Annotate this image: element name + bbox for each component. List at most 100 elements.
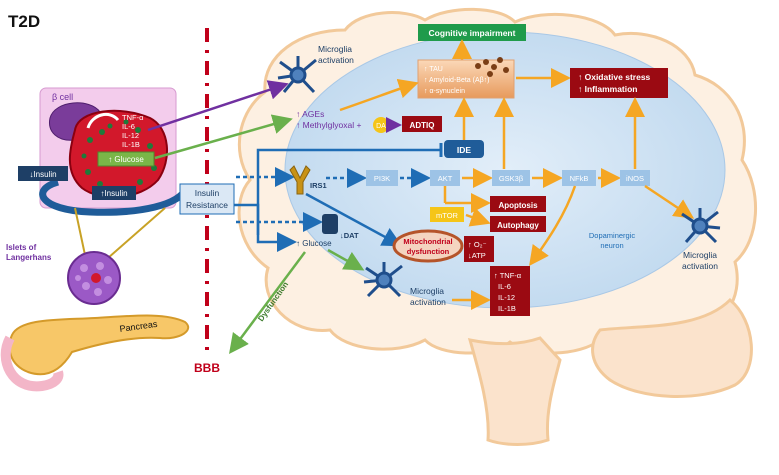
dat-transporter-icon bbox=[322, 214, 338, 234]
insulin-up-text: ↑Insulin bbox=[100, 189, 127, 198]
microglia-bottom-line2: activation bbox=[410, 297, 446, 307]
insulin-resistance-box bbox=[179, 183, 235, 215]
microglia-top-line1: Microglia bbox=[318, 44, 352, 54]
insulin-resistance-line1: Insulin bbox=[195, 188, 220, 198]
ide-box bbox=[444, 140, 484, 158]
arrow-inos-to-microglia bbox=[644, 184, 695, 219]
microglia-right-line2: activation bbox=[682, 261, 718, 271]
islets-label-line2: Langerhans bbox=[6, 253, 52, 262]
o2-atp-box bbox=[464, 236, 494, 262]
autophagy-text: Autophagy bbox=[497, 221, 539, 230]
akt-text: AKT bbox=[438, 174, 453, 183]
svg-text:IL-12: IL-12 bbox=[122, 131, 139, 140]
apoptosis-box bbox=[490, 196, 546, 212]
beta-cell-label: β cell bbox=[52, 92, 73, 102]
dopamine-text: DA bbox=[376, 123, 386, 130]
microglia-bottom-line1: Microglia bbox=[410, 286, 444, 296]
cerebellum bbox=[591, 297, 753, 398]
dopamine-badge bbox=[373, 117, 389, 133]
methylglyoxal-text: ↑ Methylglyoxal + bbox=[296, 120, 361, 130]
islet-center bbox=[91, 273, 101, 283]
pancreas-icon bbox=[8, 314, 190, 376]
arrow-ages-to-tau bbox=[339, 78, 419, 112]
insulin-up-box bbox=[92, 186, 136, 200]
oxidative-stress-box bbox=[570, 68, 668, 98]
mito-line2: dysfunction bbox=[407, 247, 450, 256]
oxidative-stress-line2: ↑ Inflammation bbox=[578, 84, 638, 94]
islet-texture bbox=[75, 262, 112, 296]
arrow-mtor-to-autophagy bbox=[465, 207, 491, 227]
adtiq-text: ADTIQ bbox=[410, 121, 435, 130]
insulin-down-text: ↓Insulin bbox=[29, 170, 56, 179]
svg-text:IL-1B: IL-1B bbox=[122, 140, 140, 149]
arrow-irs1-to-mito bbox=[305, 192, 403, 247]
svg-text:IL-12: IL-12 bbox=[498, 293, 515, 302]
dopaminergic-line1: Dopaminergic bbox=[589, 231, 636, 240]
brain-cytokine-list: ↑ TNF-α IL-6 IL-12 IL-1B bbox=[494, 271, 522, 313]
arrow-nfkb-to-cytokines bbox=[529, 185, 577, 267]
cognitive-impairment-box bbox=[418, 24, 526, 41]
beta-glucose-box bbox=[97, 151, 155, 167]
microglia-bottom-icon bbox=[363, 262, 403, 298]
beta-cytokine-list: TNF-α IL-6 IL-12 IL-1B bbox=[122, 113, 144, 149]
ide-text: IDE bbox=[457, 145, 472, 155]
gsk3b-text: GSK3β bbox=[499, 174, 524, 183]
page-title: T2D bbox=[8, 12, 40, 31]
curved-arrow-icon bbox=[86, 112, 120, 129]
akt-box bbox=[430, 170, 460, 186]
pi3k-text: PI3K bbox=[374, 174, 390, 183]
microglia-right-icon bbox=[681, 208, 721, 244]
microglia-top-icon bbox=[277, 56, 317, 94]
duodenum-icon bbox=[0, 335, 64, 392]
insulin-resistance-line2: Resistance bbox=[186, 200, 228, 210]
gsk3b-box bbox=[492, 170, 530, 186]
beta-glucose-text: ↑ Glucose bbox=[108, 155, 144, 164]
microglia-right-line1: Microglia bbox=[683, 250, 717, 260]
svg-text:↑ TAU: ↑ TAU bbox=[424, 66, 443, 73]
arrow-resistance-to-glucose bbox=[234, 203, 297, 252]
ages-text: ↑ AGEs bbox=[296, 109, 324, 119]
insulin-cycle-arrow bbox=[39, 178, 190, 216]
tau-amyloid-list: ↑ TAU ↑ Amyloid-Beta (Aβ↑) ↑ α-synuclein bbox=[424, 66, 490, 95]
insulin-down-box bbox=[18, 166, 68, 181]
mtor-box bbox=[430, 207, 464, 222]
cognitive-impairment-text: Cognitive impairment bbox=[429, 28, 516, 38]
protein-aggregate-icon bbox=[475, 57, 509, 77]
apoptosis-text: Apoptosis bbox=[498, 201, 538, 210]
arrow-glucose-to-ages bbox=[154, 114, 293, 160]
islets-label-line1: Islets of bbox=[6, 243, 37, 252]
brain-cytokine-box bbox=[490, 266, 530, 316]
irs1-text: IRS1 bbox=[310, 181, 327, 190]
svg-text:IL-1B: IL-1B bbox=[498, 304, 516, 313]
oxidative-stress-line1: ↑ Oxidative stress bbox=[578, 72, 651, 82]
microglia-top-line2: activation bbox=[318, 55, 354, 65]
brain-glucose-text: ↑ Glucose bbox=[296, 239, 332, 248]
brainstem bbox=[467, 336, 562, 446]
mtor-text: mTOR bbox=[436, 211, 459, 220]
mito-line1: Mitochondrial bbox=[403, 237, 452, 246]
bbb-label: BBB bbox=[194, 361, 220, 375]
nfkb-box bbox=[562, 170, 596, 186]
mitochondria-icon bbox=[392, 229, 464, 263]
dat-text: ↓DAT bbox=[340, 231, 359, 240]
nfkb-text: NFkB bbox=[570, 174, 589, 183]
svg-text:IL-6: IL-6 bbox=[498, 282, 511, 291]
arrow-glucose-to-microglia bbox=[327, 248, 365, 271]
islet-link-line bbox=[74, 207, 86, 256]
irs1-receptor-icon bbox=[289, 165, 311, 195]
svg-text:IL-6: IL-6 bbox=[122, 122, 135, 131]
pi3k-box bbox=[366, 170, 398, 186]
o2-text: ↑ O₂⁻ bbox=[468, 240, 487, 249]
arrow-cytokines-to-microglia bbox=[147, 80, 289, 132]
islet-link-line-2 bbox=[99, 207, 166, 266]
atp-text: ↓ATP bbox=[468, 251, 486, 260]
dopaminergic-line2: neuron bbox=[600, 241, 623, 250]
svg-text:TNF-α: TNF-α bbox=[122, 113, 144, 122]
autophagy-box bbox=[490, 216, 546, 232]
inos-text: iNOS bbox=[626, 174, 644, 183]
inos-box bbox=[620, 170, 650, 186]
dysfunction-arrow bbox=[229, 251, 307, 355]
adtiq-box bbox=[402, 116, 442, 132]
